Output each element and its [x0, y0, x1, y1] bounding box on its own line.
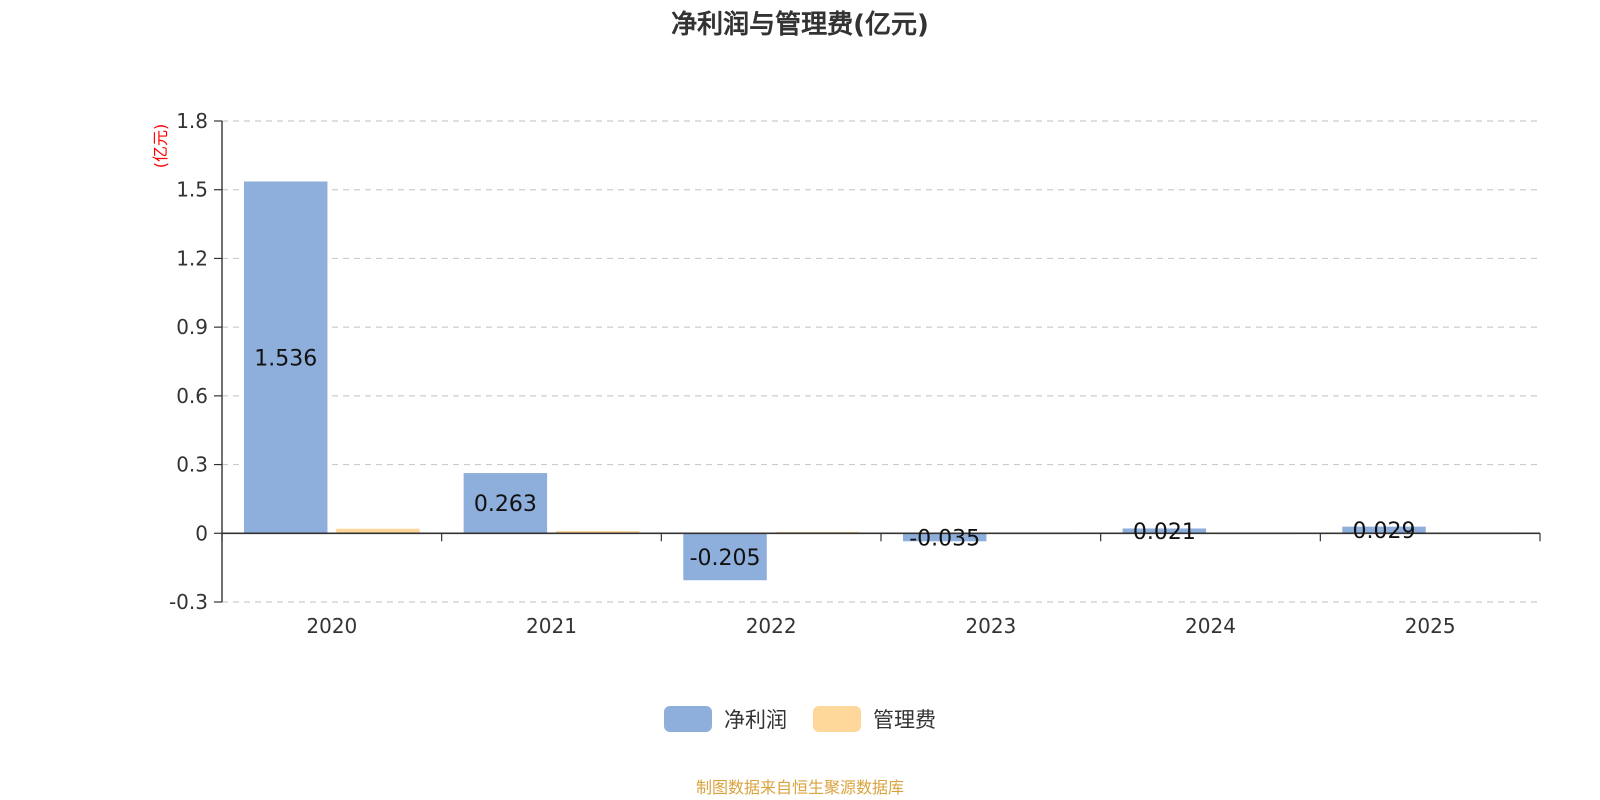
- bar-admin-expense: [555, 530, 640, 534]
- x-tick-label: 2025: [1405, 614, 1456, 638]
- y-tick-label: 1.2: [176, 246, 208, 270]
- bar-admin-expense: [336, 528, 420, 534]
- data-label-net-profit: 0.263: [474, 492, 537, 517]
- bar-net-profit: [902, 533, 987, 542]
- x-tick-label: 2020: [306, 614, 357, 638]
- y-tick-label: 1.5: [176, 178, 208, 202]
- chart-title: 净利润与管理费(亿元): [671, 10, 929, 40]
- data-label-net-profit: 0.029: [1353, 519, 1416, 544]
- data-label-net-profit: -0.035: [909, 526, 980, 551]
- x-tick-label: 2022: [746, 614, 797, 638]
- bar-net-profit: [683, 533, 767, 581]
- data-source-note: 制图数据来自恒生聚源数据库: [695, 778, 904, 797]
- x-tick-label: 2024: [1185, 614, 1236, 638]
- data-labels: 1.536 0.263 -0.205 -0.035 0.021 0.029: [254, 346, 1415, 570]
- legend-swatch-net-profit: [664, 706, 712, 732]
- y-axis-unit-label: (亿元): [151, 124, 170, 169]
- data-label-net-profit: 0.021: [1133, 520, 1196, 545]
- bar-net-profit: [1342, 526, 1426, 534]
- bar-net-profit: [463, 473, 548, 534]
- legend-item-admin-expense[interactable]: 管理费: [813, 704, 936, 734]
- legend: 净利润 管理费: [0, 704, 1600, 734]
- y-tick-label: -0.3: [169, 590, 208, 614]
- bar-net-profit: [243, 181, 328, 534]
- data-label-net-profit: -0.205: [690, 546, 761, 571]
- data-label-net-profit: 1.536: [254, 346, 317, 371]
- legend-item-net-profit[interactable]: 净利润: [664, 704, 787, 734]
- y-tick-label: 0: [195, 521, 208, 545]
- bars: [243, 181, 1519, 581]
- legend-label-admin-expense: 管理费: [873, 708, 936, 732]
- bar-chart: -0.3 0 0.3 0.6 0.9 1.2 1.5 1.8 2020 2021 2022 2023 2…: [151, 109, 1541, 638]
- legend-label-net-profit: 净利润: [724, 708, 787, 732]
- y-tick-label: 0.9: [176, 315, 208, 339]
- legend-swatch-admin-expense: [813, 706, 861, 732]
- y-tick-label: 0.6: [176, 384, 208, 408]
- axes: -0.3 0 0.3 0.6 0.9 1.2 1.5 1.8 2020 2021 2022 2023 2…: [169, 109, 1541, 638]
- bar-net-profit: [1122, 528, 1207, 534]
- y-tick-label: 0.3: [176, 453, 208, 477]
- x-tick-label: 2021: [526, 614, 577, 638]
- y-tick-label: 1.8: [176, 109, 208, 133]
- x-tick-label: 2023: [965, 614, 1016, 638]
